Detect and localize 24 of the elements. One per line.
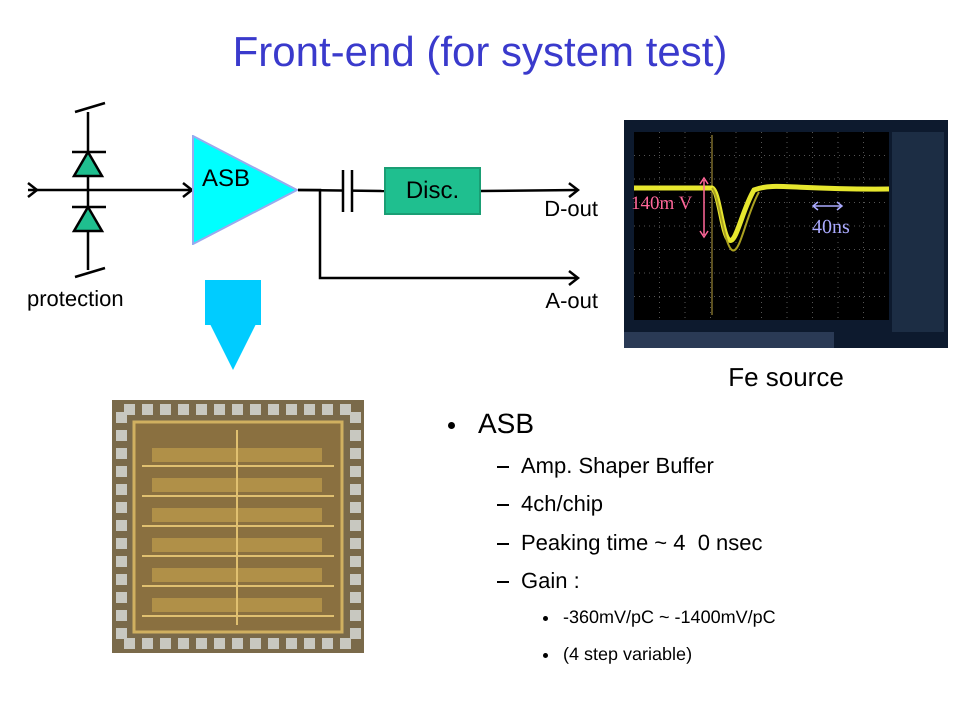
discriminator-box xyxy=(384,167,481,215)
scope-annotation: 140m V xyxy=(631,193,692,215)
bullet-text: 4ch/chip xyxy=(521,491,603,517)
output-label: A-out xyxy=(544,288,598,314)
oscilloscope-photo-placeholder xyxy=(624,120,948,348)
amplifier-label: ASB xyxy=(202,165,250,193)
amplifier-triangle xyxy=(192,135,298,245)
signal-arrow xyxy=(26,182,194,198)
output-label: D-out xyxy=(543,196,598,222)
discriminator-label: Disc. xyxy=(406,177,460,205)
bullet-text: Peaking time ~ 4 0 nsec xyxy=(521,530,763,556)
bullet-text: -360mV/pC ~ -1400mV/pC xyxy=(563,607,776,628)
bullet-text: ASB xyxy=(478,408,534,440)
signal-arrow xyxy=(298,188,580,286)
chip-photo-placeholder xyxy=(112,400,364,653)
block-arrow xyxy=(205,280,261,370)
bullet-text: Gain : xyxy=(521,568,580,594)
signal-arrow xyxy=(480,182,580,198)
bullet-text: (4 step variable) xyxy=(563,644,692,665)
circuit-label: protection xyxy=(27,286,124,312)
scope-annotation: 40ns xyxy=(812,216,850,239)
slide-title: Front-end (for system test) xyxy=(232,28,728,76)
bullet-text: Amp. Shaper Buffer xyxy=(521,453,714,479)
photo-caption: Fe source xyxy=(727,362,845,393)
